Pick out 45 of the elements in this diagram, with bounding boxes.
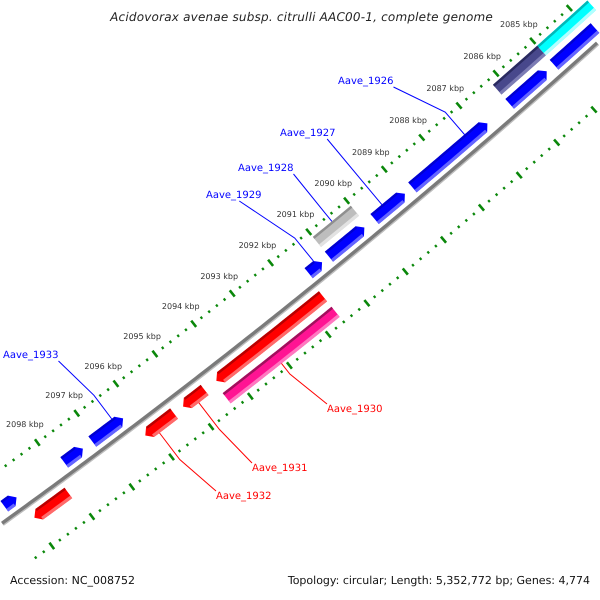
scale-label: 2091 kbp xyxy=(276,211,314,220)
gene-label: Aave_1931 xyxy=(252,463,308,474)
gene-block xyxy=(370,192,405,224)
gene-label: Aave_1932 xyxy=(216,491,272,502)
scale-label: 2090 kbp xyxy=(314,180,352,189)
scale-label: 2085 kbp xyxy=(500,20,538,30)
gene-label: Aave_1929 xyxy=(206,190,262,201)
gene-block xyxy=(183,384,209,408)
gene-block xyxy=(505,70,547,109)
leader-line xyxy=(238,200,314,262)
scale-label: 2094 kbp xyxy=(162,302,200,312)
scale-label: 2092 kbp xyxy=(238,242,276,251)
leader-line xyxy=(58,360,112,420)
genome-stats-text: Topology: circular; Length: 5,352,772 bp; Genes: 4,774 xyxy=(288,575,590,588)
scale-label: 2098 kbp xyxy=(6,421,44,430)
gene-label: Aave_1933 xyxy=(3,350,58,361)
scale-label: 2097 kbp xyxy=(45,392,83,401)
leader-line xyxy=(326,138,382,206)
scale-label: 2089 kbp xyxy=(352,148,390,158)
gene-block xyxy=(222,306,340,404)
leader-line xyxy=(158,432,216,492)
scale-label: 2086 kbp xyxy=(463,53,502,62)
gene-block xyxy=(304,260,322,278)
gene-block xyxy=(324,226,364,262)
map-title: Acidovorax avenae subsp. citrulli AAC00-1, complete genome xyxy=(110,11,493,24)
leader-line xyxy=(281,363,328,404)
scale-label: 2088 kbp xyxy=(389,117,427,126)
gene-label: Aave_1928 xyxy=(238,163,294,174)
gene-label: Aave_1930 xyxy=(327,404,382,415)
scale-label: 2087 kbp xyxy=(426,85,464,94)
gene-label: Aave_1926 xyxy=(338,76,394,87)
scale-label: 2095 kbp xyxy=(123,332,161,342)
scale-label: 2093 kbp xyxy=(200,272,238,282)
gene-block xyxy=(34,488,72,520)
leader-line xyxy=(293,174,332,222)
gene-label: Aave_1927 xyxy=(280,128,336,139)
gene-block xyxy=(145,408,178,438)
gene-block xyxy=(550,23,600,70)
gene-block xyxy=(88,416,124,447)
leader-line xyxy=(393,86,465,135)
scale-label: 2096 kbp xyxy=(84,362,122,372)
leader-line xyxy=(198,402,252,464)
gene-block xyxy=(0,496,17,512)
accession-text: Accession: NC_008752 xyxy=(10,575,136,588)
gene-block xyxy=(60,446,83,468)
